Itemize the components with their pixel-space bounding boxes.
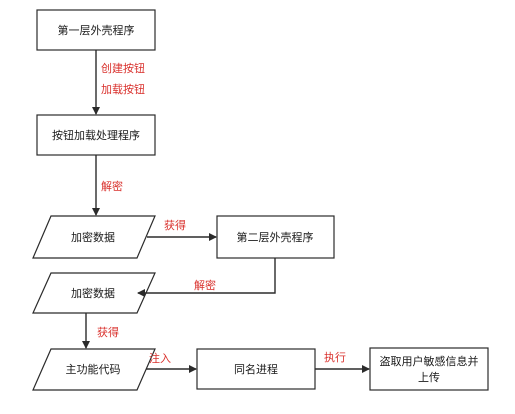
- node-same-process-label: 同名进程: [234, 362, 278, 376]
- node-shell1-box: [36, 9, 156, 51]
- node-main-code-shape: [32, 348, 156, 391]
- node-encrypted1-shape: [32, 215, 156, 259]
- node-shell2-label: 第二层外壳程序: [237, 230, 314, 244]
- edge-label-decrypt2: 解密: [194, 278, 216, 292]
- node-shell1-label: 第一层外壳程序: [58, 23, 135, 37]
- node-encrypted1-label: 加密数据: [71, 230, 115, 244]
- edge-label-inject: 注入: [149, 351, 171, 365]
- node-steal-label-line1: 盗取用户敏感信息并: [380, 354, 479, 368]
- node-encrypted2-label: 加密数据: [71, 286, 115, 300]
- edge-label-create-button: 创建按钮: [101, 61, 145, 75]
- edge-label-load-button: 加载按钮: [101, 82, 145, 96]
- edge-label-obtain1: 获得: [164, 219, 186, 232]
- node-shell2-box: [216, 215, 335, 259]
- node-button-loader-label: 按钮加载处理程序: [52, 128, 140, 142]
- edge-shell2-to-encrypted2: [137, 258, 276, 297]
- edge-label-decrypt1: 解密: [101, 179, 123, 193]
- edge-label-execute: 执行: [324, 350, 346, 364]
- edge-label-obtain2: 获得: [97, 326, 119, 339]
- node-button-loader-box: [36, 114, 156, 156]
- node-steal-label-line2: 上传: [418, 371, 440, 384]
- node-steal-box: [369, 347, 489, 391]
- node-encrypted2-shape: [32, 272, 156, 314]
- node-main-code-label: 主功能代码: [66, 362, 121, 376]
